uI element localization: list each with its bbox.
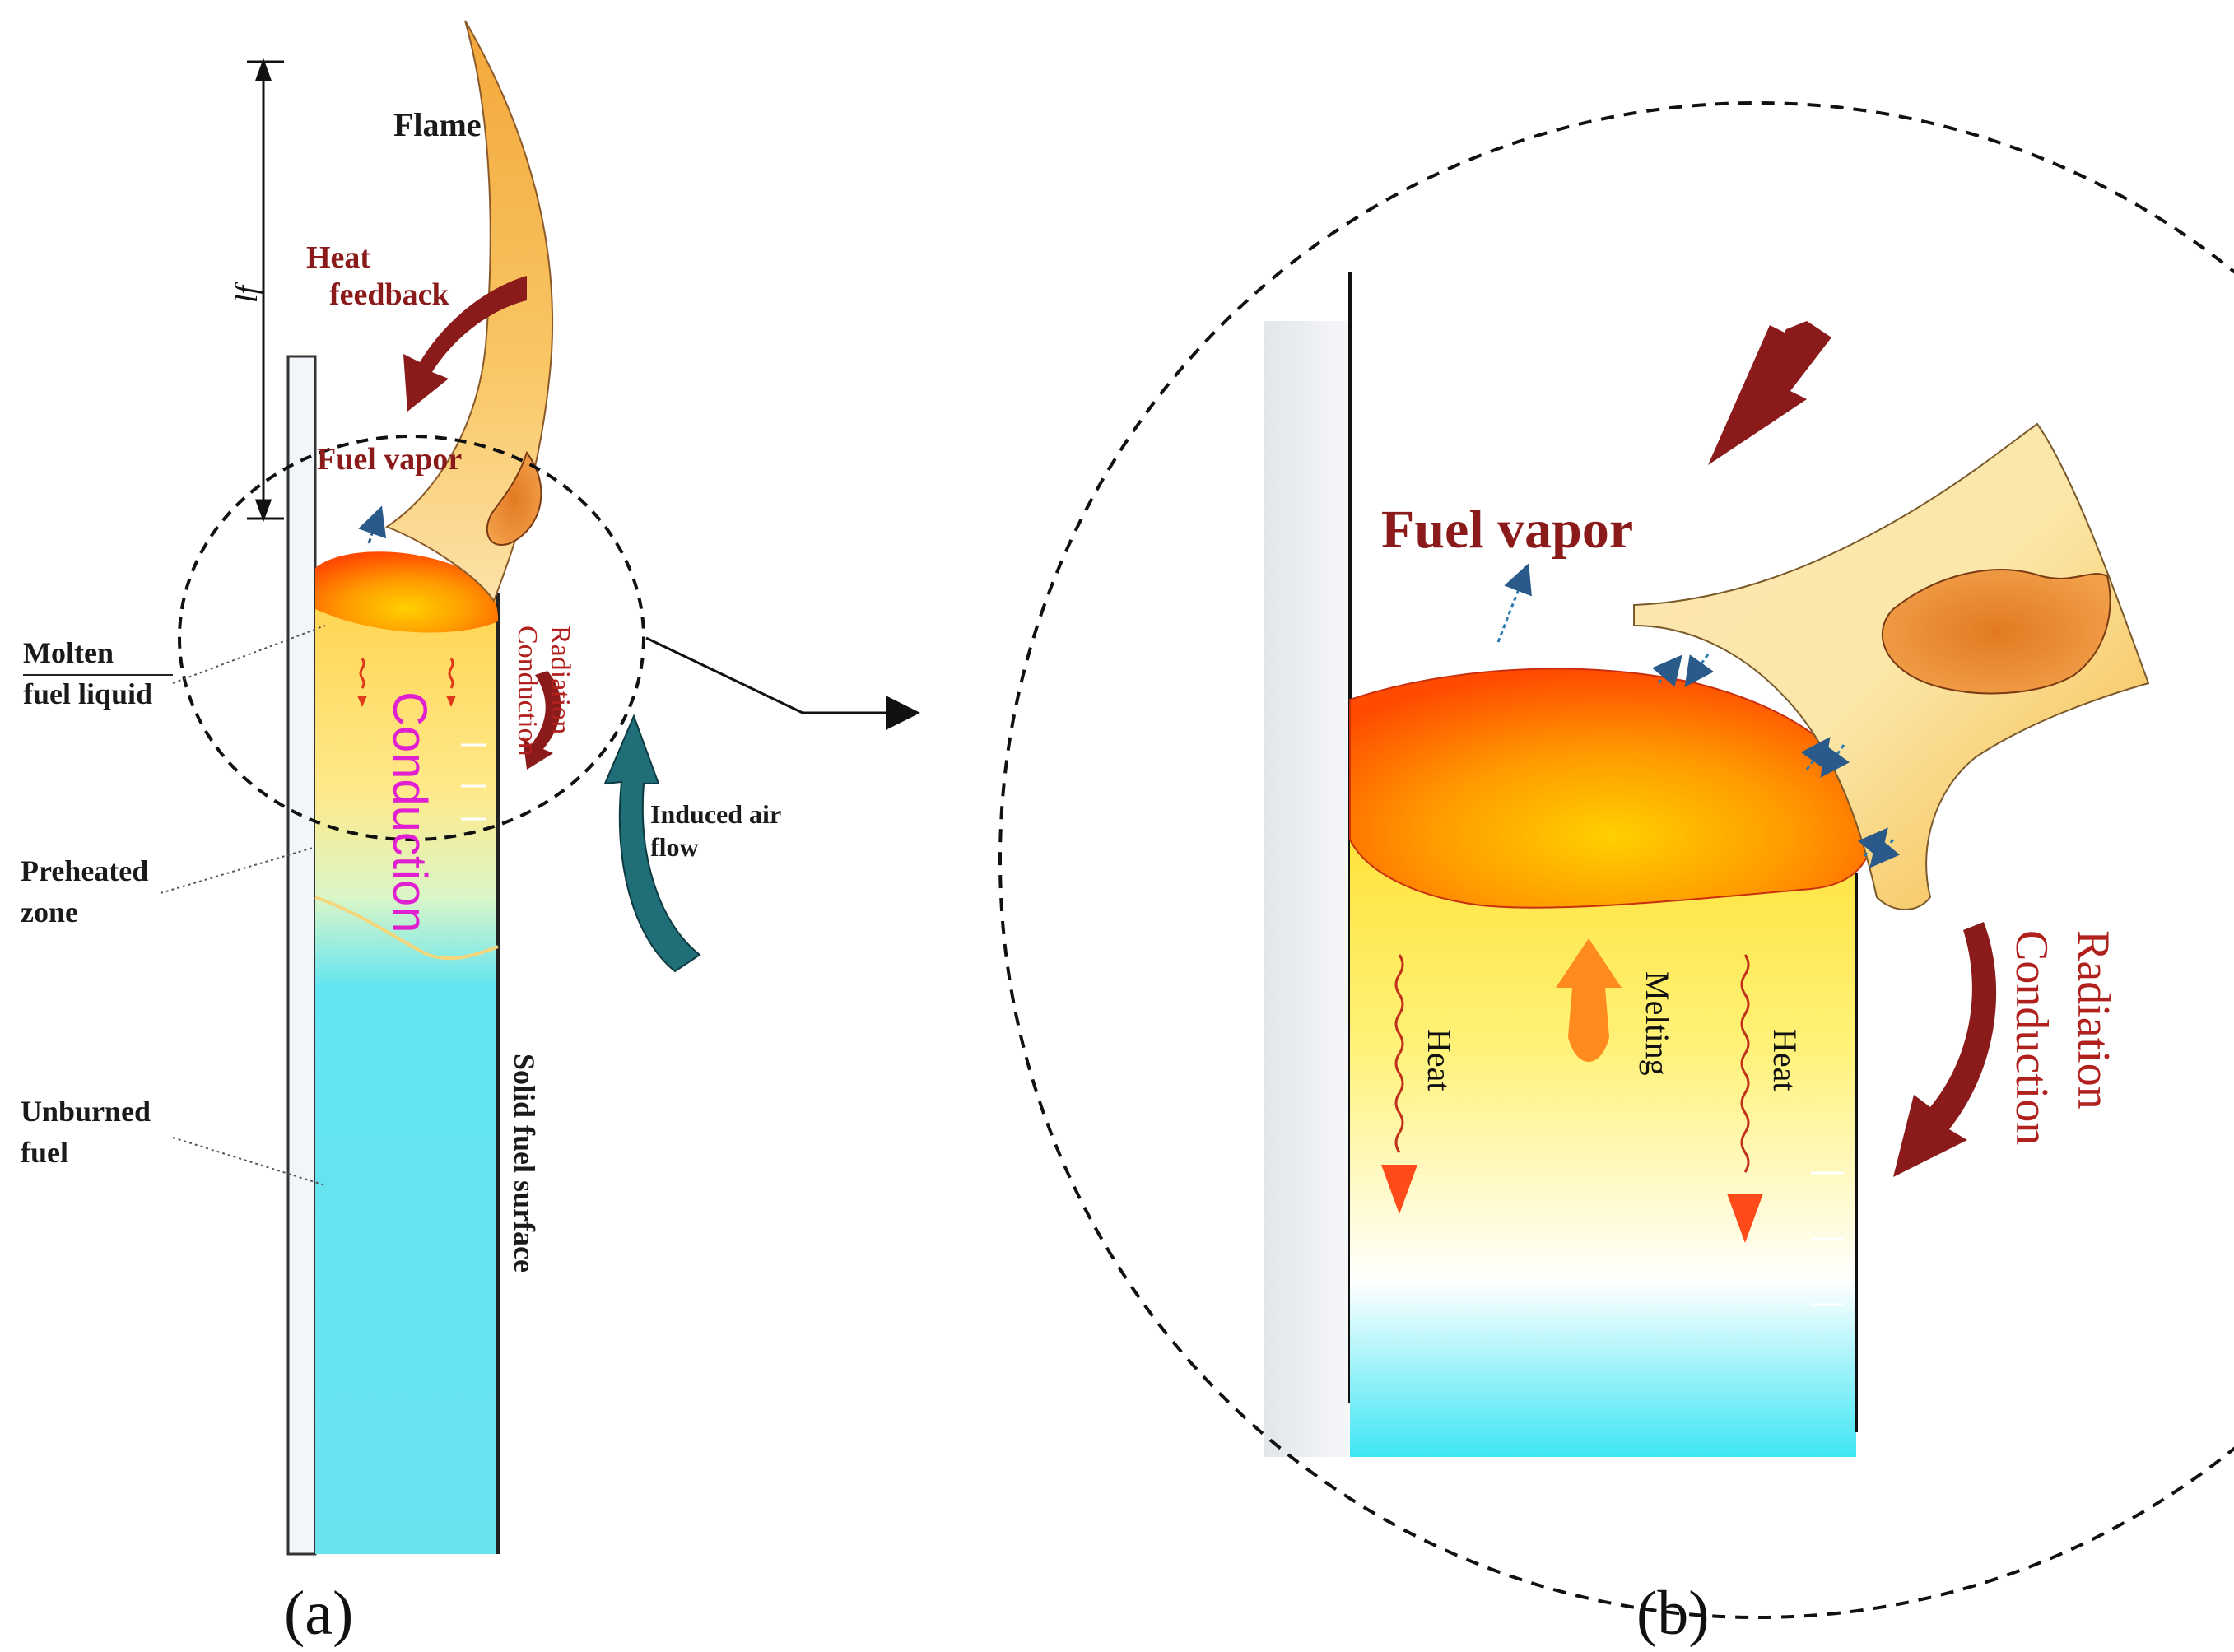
panel-a: Flame lf Heat feedback Fuel vapor Molten… xyxy=(21,20,920,1648)
heat-feedback-arrow xyxy=(403,276,527,412)
caption-b: (b) xyxy=(1636,1579,1710,1648)
radiation-conduction-arrow-b xyxy=(1893,922,1997,1177)
flame-inner xyxy=(486,450,542,546)
wall-strip xyxy=(286,355,317,1556)
wall-strip-b xyxy=(1264,321,1350,1457)
vapor-flux-arrows xyxy=(1496,563,1901,868)
melting-label: Melting xyxy=(1639,971,1676,1076)
heat-wave-left xyxy=(1394,954,1404,1153)
heat-arrowhead-right xyxy=(1727,1194,1763,1243)
molten-cap xyxy=(315,551,499,633)
zoom-connector xyxy=(645,636,920,730)
solid-fuel-surface-label: Solid fuel surface xyxy=(508,1054,541,1273)
melting-arrow xyxy=(1556,938,1622,1062)
radiation-label-a: Radiation xyxy=(545,626,575,734)
conduction-label-a: Conduction xyxy=(512,626,542,756)
heat-label-right: Heat xyxy=(1766,1029,1803,1091)
preheated-label-2: zone xyxy=(21,896,78,928)
radiation-label-b: Radiation xyxy=(2068,930,2119,1110)
heat-arrowhead-left xyxy=(1381,1165,1417,1214)
induced-air-flow-arrow xyxy=(603,714,701,973)
heat-wave-right xyxy=(1740,954,1750,1173)
flame-height-label: lf xyxy=(230,282,264,303)
panel-b: Fuel vapor Radiation Conduction Melting … xyxy=(998,101,2234,1648)
induced-air-label-2: flow xyxy=(650,832,699,862)
fuel-vapor-label-b: Fuel vapor xyxy=(1381,500,1633,560)
fuel-column-b xyxy=(1350,831,1856,1457)
radiation-conduction-arrow-a xyxy=(523,671,561,770)
heat-feedback-label-2: feedback xyxy=(329,277,450,312)
molten-label-2: fuel liquid xyxy=(23,677,152,710)
conduction-vertical-label: Conduction xyxy=(383,691,436,933)
unburned-label-1: Unburned xyxy=(21,1095,151,1128)
flame-shape xyxy=(384,20,554,603)
flame-height-dimension xyxy=(247,58,284,523)
molten-label-1: Molten xyxy=(23,636,114,669)
flame-inner-b xyxy=(1882,569,2111,695)
fuel-vapor-label-a: Fuel vapor xyxy=(317,442,462,477)
caption-a: (a) xyxy=(284,1579,353,1648)
fuel-vapor-arrow-a xyxy=(358,505,387,544)
inflow-marks xyxy=(461,743,486,821)
fuel-column xyxy=(315,576,498,1554)
conduction-label-b: Conduction xyxy=(2006,930,2057,1145)
conduction-arrows xyxy=(359,658,454,689)
zoom-circle-a xyxy=(178,435,645,841)
flame-label: Flame xyxy=(393,106,482,143)
heat-feedback-label-1: Heat xyxy=(306,240,370,275)
unburned-label-2: fuel xyxy=(21,1136,68,1169)
inflow-marks-b xyxy=(1811,1171,1844,1306)
preheated-boundary xyxy=(314,896,499,961)
leader-lines xyxy=(160,625,326,1186)
preheated-label-1: Preheated xyxy=(21,854,148,887)
zoom-circle-b xyxy=(998,101,2234,1619)
induced-air-label-1: Induced air xyxy=(650,799,781,829)
heat-label-left: Heat xyxy=(1421,1029,1458,1091)
